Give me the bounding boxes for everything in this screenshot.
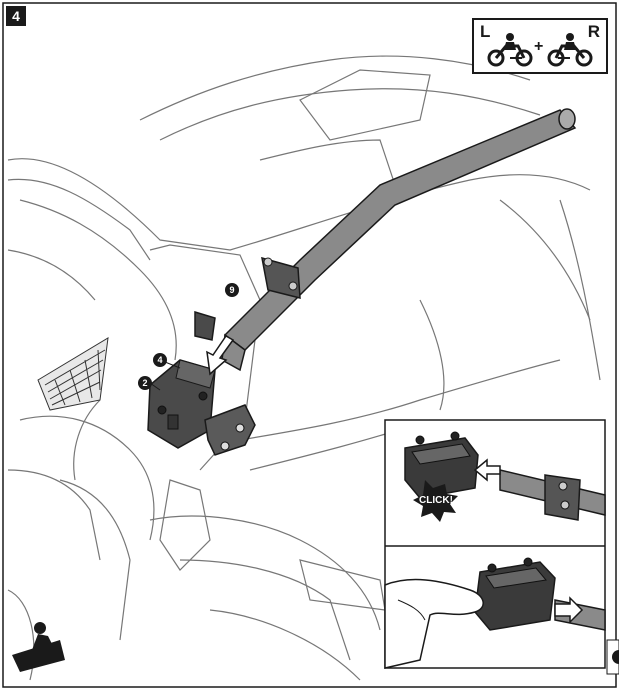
svg-text:2: 2 bbox=[142, 378, 147, 388]
svg-text:9: 9 bbox=[229, 285, 234, 295]
click-burst-icon bbox=[413, 480, 458, 522]
left-side-label: L bbox=[480, 22, 491, 41]
bar-clamp bbox=[261, 256, 301, 299]
release-arrow-icon bbox=[554, 596, 584, 624]
page-edge-marker bbox=[606, 639, 619, 675]
step-number-badge: 4 bbox=[6, 6, 26, 26]
svg-text:4: 4 bbox=[157, 355, 162, 365]
svg-text:CLICK!: CLICK! bbox=[419, 495, 453, 506]
mount-block bbox=[147, 310, 216, 449]
plus-sign: + bbox=[534, 38, 544, 55]
frame bbox=[2, 2, 617, 688]
support-bar bbox=[223, 108, 577, 351]
right-side-label: R bbox=[587, 22, 600, 41]
callout-4: 4 bbox=[153, 353, 181, 369]
inset-release-detail bbox=[384, 557, 606, 669]
mesh-grille bbox=[37, 337, 109, 411]
mounting-bracket bbox=[204, 404, 256, 456]
detail-inset: CLICK! bbox=[384, 419, 606, 669]
callout-9: 9 bbox=[225, 283, 239, 297]
push-arrow-icon bbox=[473, 458, 501, 482]
motorcycle-right-icon bbox=[547, 33, 593, 67]
inset-click-detail: CLICK! bbox=[404, 431, 606, 522]
rider-kneeling-icon bbox=[12, 622, 65, 672]
callout-2: 2 bbox=[138, 376, 161, 391]
motorcycle-left-icon bbox=[487, 33, 533, 67]
side-indicator: L + R bbox=[472, 18, 608, 74]
insert-direction-arrow bbox=[206, 335, 235, 376]
finger-press-icon bbox=[384, 578, 484, 669]
